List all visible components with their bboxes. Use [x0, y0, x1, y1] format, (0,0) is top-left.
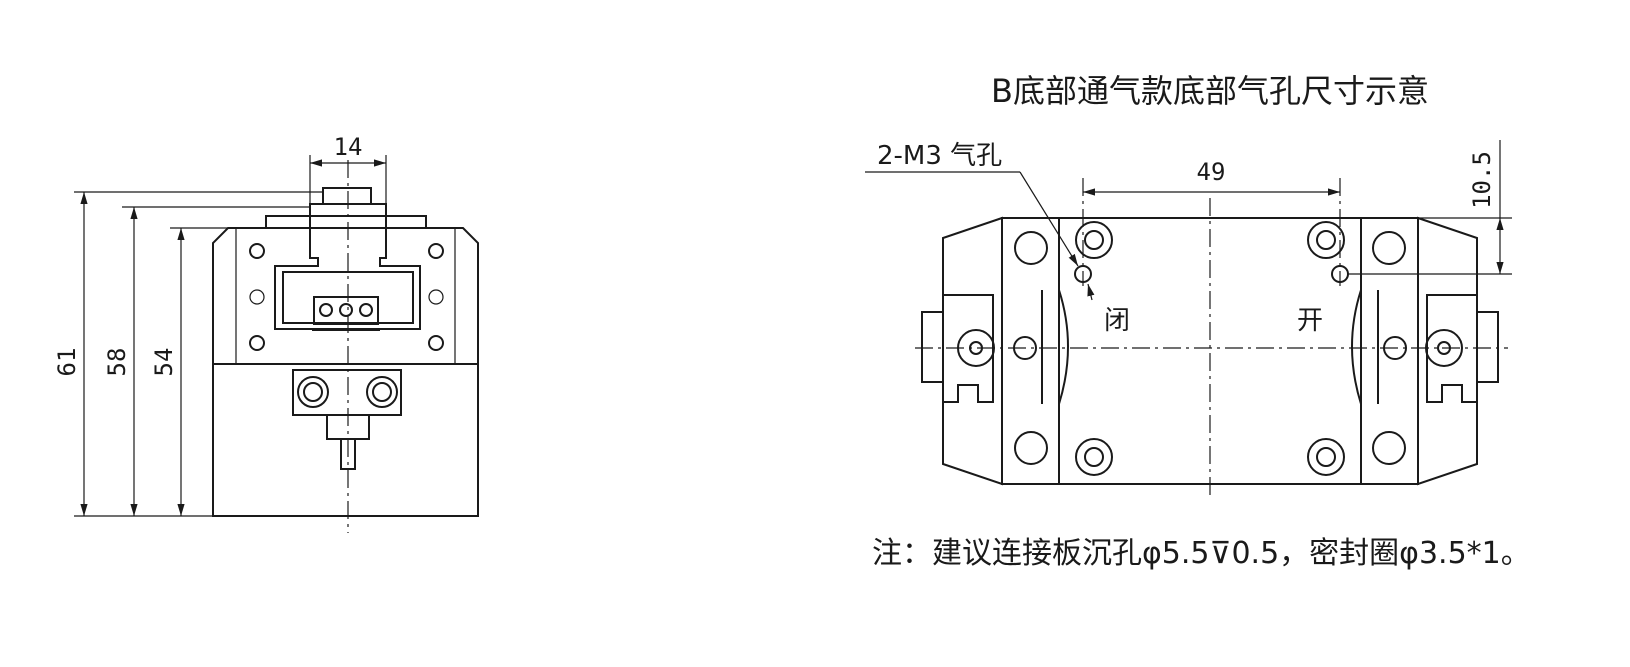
- dim-height-58: 58: [103, 348, 131, 377]
- hole-callout: 2-M3 气孔: [877, 141, 1002, 171]
- mount-hole: [1372, 231, 1406, 265]
- design-note: 注：建议连接板沉孔φ5.5⊽0.5，密封圈φ3.5*1。: [872, 536, 1531, 571]
- label-closed: 闭: [1104, 306, 1130, 336]
- dim-height-61: 61: [53, 348, 81, 377]
- bolt-hole: [428, 335, 444, 351]
- dim-offset-10-5: 10.5: [1468, 151, 1496, 209]
- left-view: 14 61 58 54: [53, 133, 479, 533]
- top-shoulder: [265, 215, 427, 229]
- dim-width-14: 14: [334, 133, 363, 161]
- counterbore-hole: [1307, 221, 1345, 259]
- right-jaw: [1360, 217, 1419, 485]
- bolt-hole: [428, 243, 444, 259]
- dim-height-54: 54: [150, 348, 178, 377]
- right-view: B底部通气款底部气孔尺寸示意: [865, 72, 1531, 571]
- pin-hole: [249, 289, 265, 305]
- top-nub: [322, 187, 372, 205]
- bolt-hole: [249, 335, 265, 351]
- label-open: 开: [1297, 306, 1323, 336]
- mount-hole: [1014, 431, 1048, 465]
- right-tab: [1426, 294, 1477, 403]
- bolt-hole: [249, 243, 265, 259]
- left-jaw: [1001, 217, 1060, 485]
- connector-block: [313, 296, 379, 325]
- dim-spacing-49: 49: [1197, 158, 1226, 186]
- counterbore-hole: [1075, 438, 1113, 476]
- mount-hole: [1014, 231, 1048, 265]
- pin-hole: [428, 289, 444, 305]
- counterbore-hole: [1307, 438, 1345, 476]
- left-tab: [943, 294, 994, 403]
- center-body: [1058, 217, 1362, 485]
- view-title: B底部通气款底部气孔尺寸示意: [991, 72, 1429, 110]
- lower-body: [212, 363, 479, 517]
- mount-hole: [1372, 431, 1406, 465]
- counterbore-hole: [1075, 221, 1113, 259]
